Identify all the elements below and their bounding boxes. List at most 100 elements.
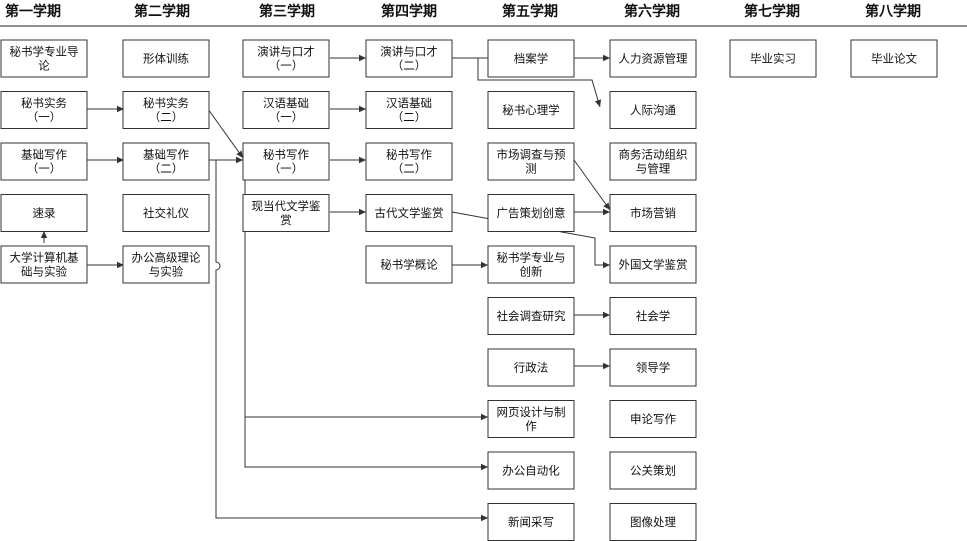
course-box [487,451,575,490]
course-label: 外国文学鉴赏 [619,258,688,272]
course-c4_1: 演讲与口才（二） [365,39,453,78]
course-box [609,91,697,129]
course-c4_3: 秘书写作（二） [365,142,453,181]
course-c6_7: 领导学 [609,348,697,387]
course-c1_3: 基础写作（一） [0,142,88,181]
course-box [0,245,88,284]
course-label: 市场调查与预 [497,148,566,162]
course-box [242,142,330,181]
semester-5-header: 第五学期 [502,3,558,20]
course-label: 社会学 [636,309,671,323]
course-c4_4: 古代文学鉴赏 [365,194,453,232]
course-box [487,245,575,284]
course-label: 广告策划创意 [497,206,566,220]
course-c1_4: 速录 [0,194,88,232]
course-box [487,194,575,232]
course-c4_2: 汉语基础（二） [365,91,453,129]
course-label: （二） [149,110,184,124]
course-box [487,400,575,438]
course-box [609,245,697,284]
course-box [487,39,575,78]
course-label: 础与实验 [21,265,67,279]
course-label: 图像处理 [630,515,676,529]
course-c6_2: 人际沟通 [609,91,697,129]
arrow-c4_1-c6_2 [452,57,602,108]
course-c6_9: 公关策划 [609,451,697,490]
course-c2_2: 秘书实务（二） [122,91,210,129]
course-label: （一） [27,110,62,124]
course-label: 社会调查研究 [497,309,566,323]
course-c6_4: 市场营销 [609,194,697,232]
course-c2_4: 社交礼仪 [122,194,210,232]
course-c3_3: 秘书写作（一） [242,142,330,181]
course-label: 办公高级理论 [132,251,201,265]
course-c5_2: 秘书心理学 [487,91,575,129]
course-label: 速录 [33,206,56,220]
course-label: （二） [392,59,427,73]
course-box [609,142,697,181]
course-box [122,91,210,129]
course-box [242,194,330,232]
course-box [122,194,210,232]
course-box [242,91,330,129]
course-c5_1: 档案学 [487,39,575,78]
course-label: 人际沟通 [630,103,676,117]
course-box [609,451,697,490]
course-label: （一） [27,162,62,176]
course-label: 现当代文学鉴 [252,199,321,213]
course-box [365,245,453,284]
course-label: 办公自动化 [502,464,560,478]
course-label: 秘书实务 [21,96,67,110]
course-c2_1: 形体训练 [122,39,210,78]
course-c5_9: 办公自动化 [487,451,575,490]
course-box [850,39,938,78]
course-label: 商务活动组织 [619,148,688,162]
arrow-c2_3-c5_10 [215,160,488,522]
course-c6_10: 图像处理 [609,503,697,541]
course-label: 与管理 [636,162,671,176]
course-label: 形体训练 [143,52,189,66]
course-label: 秘书学专业导 [10,45,79,59]
course-label: 基础写作 [21,148,67,162]
semester-1-header: 第一学期 [5,3,61,20]
course-c6_8: 申论写作 [609,400,697,438]
course-c6_1: 人力资源管理 [609,39,697,78]
course-box [0,194,88,232]
course-label: 赏 [280,213,292,227]
course-box [609,39,697,78]
course-label: 行政法 [514,361,549,375]
course-box [365,91,453,129]
course-label: 大学计算机基 [10,251,79,265]
course-label: 社交礼仪 [143,206,189,220]
course-label: 创新 [520,265,543,279]
course-c5_10: 新闻采写 [487,503,575,541]
semester-8-header: 第八学期 [865,3,921,20]
semester-2-header: 第二学期 [134,3,190,20]
course-c2_3: 基础写作（二） [122,142,210,181]
course-label: 测 [525,162,537,176]
course-label: （二） [392,162,427,176]
course-box [122,39,210,78]
course-c7_1: 毕业实习 [729,39,817,78]
course-label: 与实验 [149,265,184,279]
course-label: （一） [269,59,304,73]
prerequisite-arrows [40,54,611,522]
course-c5_4: 广告策划创意 [487,194,575,232]
course-label: 领导学 [636,361,671,375]
course-box [487,348,575,387]
course-label: （二） [392,110,427,124]
course-box [487,297,575,335]
course-c5_6: 社会调查研究 [487,297,575,335]
course-label: 人力资源管理 [619,52,688,66]
course-label: 作 [525,419,537,433]
course-boxes: 秘书学专业导论秘书实务（一）基础写作（一）速录大学计算机基础与实验形体训练秘书实… [0,39,938,541]
course-label: 演讲与口才 [257,45,315,59]
arrow-c5_3-c6_4 [573,159,611,211]
course-label: 市场营销 [630,206,676,220]
semester-6-header: 第六学期 [624,3,680,20]
